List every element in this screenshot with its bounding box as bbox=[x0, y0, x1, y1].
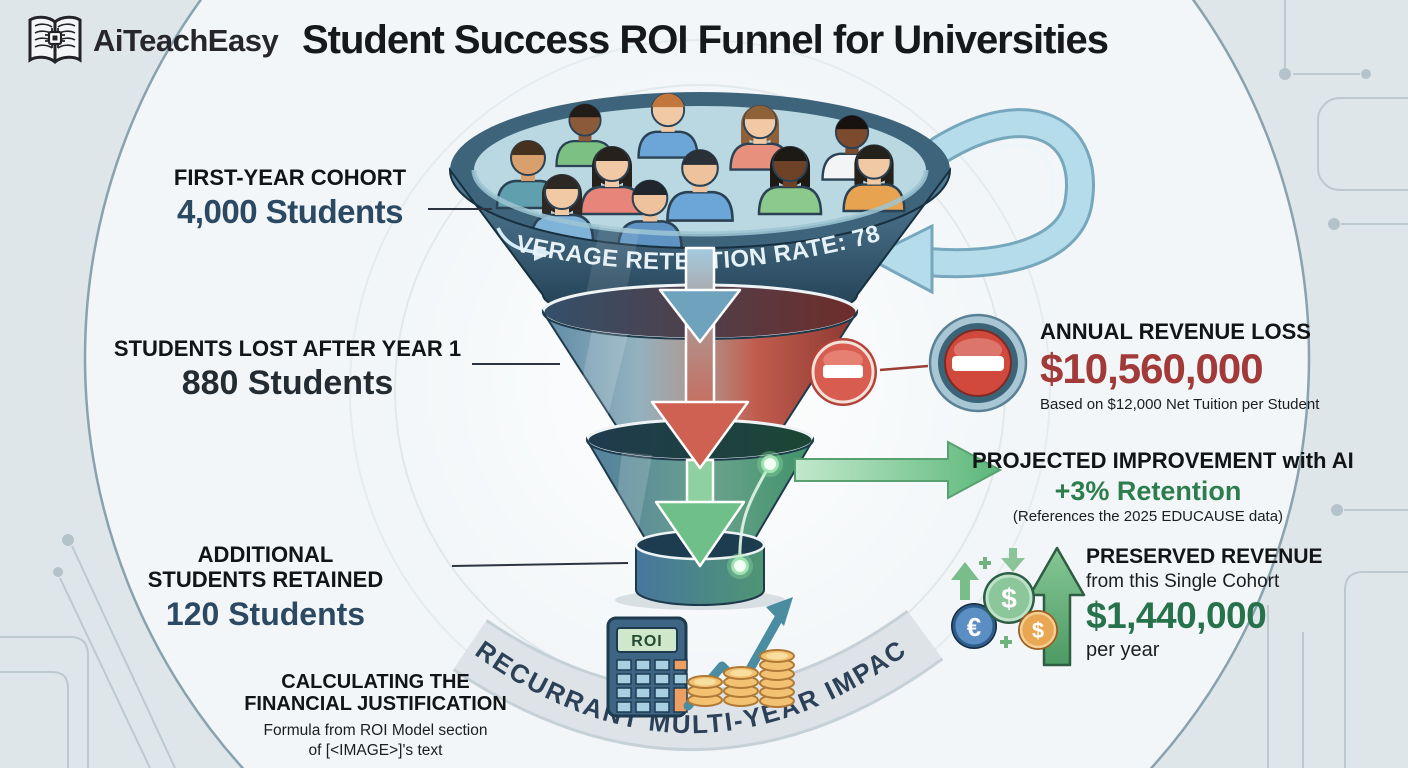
calc-title-line1: CALCULATING THE bbox=[281, 671, 470, 693]
calc-title-line2: FINANCIAL JUSTIFICATION bbox=[244, 693, 507, 716]
right-arrow-icon bbox=[794, 440, 1003, 500]
label-students-retained: ADDITIONAL STUDENTS RETAINED 120 Student… bbox=[138, 542, 393, 633]
coins-icon bbox=[687, 649, 795, 708]
connector-lines bbox=[428, 208, 929, 567]
logo-text: AiTeachEasy bbox=[93, 23, 279, 58]
dollar-coin-green-icon: $ bbox=[983, 572, 1035, 624]
improvement-value: +3% Retention bbox=[1054, 475, 1242, 506]
label-students-lost: STUDENTS LOST AFTER YEAR 1 880 Students bbox=[100, 336, 475, 402]
down-arrow-green bbox=[654, 458, 746, 568]
label-annual-revenue-loss: ANNUAL REVENUE LOSS $10,560,000 Based on… bbox=[1040, 319, 1370, 415]
label-preserved-revenue: PRESERVED REVENUE from this Single Cohor… bbox=[1086, 545, 1336, 664]
glow-dots bbox=[727, 451, 783, 579]
loss-value: $10,560,000 bbox=[1040, 344, 1264, 392]
dollar-coin-orange-icon: $ bbox=[1018, 610, 1058, 650]
improvement-note: (References the 2025 EDUCAUSE data) bbox=[1012, 507, 1284, 525]
label-projected-improvement: PROJECTED IMPROVEMENT with AI +3% Retent… bbox=[972, 448, 1354, 527]
dollar-symbol: $ bbox=[1032, 618, 1044, 643]
down-arrow-red bbox=[650, 400, 750, 470]
label-financial-justification: CALCULATING THE FINANCIAL JUSTIFICATION … bbox=[228, 671, 523, 762]
calc-note-line1: Formula from ROI Model section bbox=[263, 721, 488, 739]
lost-title: STUDENTS LOST AFTER YEAR 1 bbox=[113, 336, 462, 361]
minus-badge-icon bbox=[928, 313, 1028, 413]
retained-title-line1: ADDITIONAL bbox=[197, 542, 334, 567]
page-title: Student Success ROI Funnel for Universit… bbox=[301, 18, 1109, 62]
euro-symbol: € bbox=[967, 612, 981, 642]
calculator-icon: ROI bbox=[606, 616, 688, 718]
preserved-subtitle: from this Single Cohort bbox=[1086, 570, 1280, 592]
improvement-title: PROJECTED IMPROVEMENT with AI bbox=[972, 448, 1354, 473]
sweep-arrow-icon bbox=[864, 108, 1095, 295]
money-growth-icons: € $ $ bbox=[951, 546, 1086, 667]
cohort-value: 4,000 Students bbox=[177, 192, 403, 230]
down-arrow-blue bbox=[658, 288, 742, 344]
loss-title: ANNUAL REVENUE LOSS bbox=[1040, 319, 1311, 344]
calc-note-line2: of [<IMAGE>]'s text bbox=[308, 742, 443, 760]
label-first-year-cohort: FIRST-YEAR COHORT 4,000 Students bbox=[140, 165, 440, 230]
logo-book-icon bbox=[28, 15, 82, 64]
preserved-title: PRESERVED REVENUE bbox=[1086, 545, 1323, 568]
retained-value: 120 Students bbox=[165, 596, 366, 633]
roi-screen-label: ROI bbox=[631, 633, 662, 650]
flow-arrows bbox=[650, 246, 750, 568]
retained-title-line2: STUDENTS RETAINED bbox=[147, 566, 384, 592]
preserved-note: per year bbox=[1086, 639, 1160, 662]
loss-note: Based on $12,000 Net Tuition per Student bbox=[1040, 395, 1320, 413]
preserved-value: $1,440,000 bbox=[1086, 594, 1267, 636]
lost-value: 880 Students bbox=[181, 363, 394, 402]
dollar-symbol: $ bbox=[1001, 583, 1017, 614]
minus-icon bbox=[809, 338, 877, 406]
up-arrow-icon bbox=[1028, 546, 1086, 667]
cohort-title: FIRST-YEAR COHORT bbox=[173, 165, 407, 190]
euro-coin-icon: € bbox=[951, 603, 997, 649]
logo: AiTeachEasy bbox=[26, 14, 279, 68]
